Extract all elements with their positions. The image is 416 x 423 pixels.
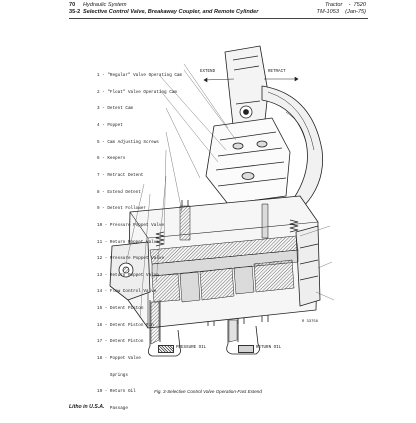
return-oil-label: RETURN OIL xyxy=(256,346,282,350)
legend-item: 17 - Detent Piston xyxy=(97,339,144,345)
parts-legend: 1 - "Regular" Valve Operating Cam 2 - "F… xyxy=(97,62,182,423)
legend-item: 8 - Extend Detent xyxy=(97,189,141,195)
manual-date: (Jan-75) xyxy=(345,9,366,15)
legend-item: 13 - Return Poppet Valve xyxy=(97,272,159,278)
page-title: Selective Control Valve, Breakaway Coupl… xyxy=(83,9,259,15)
legend-item: 2 - "Float" Valve Operating Cam xyxy=(97,89,177,95)
legend-item: 9 - Detent Follower xyxy=(97,206,146,212)
legend-item: 5 - Cam Adjusting Screws xyxy=(97,139,159,145)
pressure-oil-label: PRESSURE OIL xyxy=(176,346,207,350)
legend-item: Springs xyxy=(97,372,128,378)
legend-item: Passage xyxy=(97,405,128,411)
extend-label: EXTEND xyxy=(200,70,216,74)
legend-item: 3 - Detent Cam xyxy=(97,106,134,112)
legend-item: 12 - Pressure Poppet Valve xyxy=(97,256,165,262)
section-number: 35-2 xyxy=(69,9,81,15)
legend-item: 14 - Flow Control Valve xyxy=(97,289,157,295)
legend-item: 16 - Detent Piston Pin xyxy=(97,322,154,328)
legend-item: 11 - Return Poppet Valve xyxy=(97,239,159,245)
legend-item: 1 - "Regular" Valve Operating Cam xyxy=(97,73,183,79)
section-title: Hydraulic System xyxy=(83,2,127,8)
manual-code: TM-1053 xyxy=(316,9,339,15)
model-label: Tractor xyxy=(325,2,343,8)
page-number: 70 xyxy=(69,2,76,8)
pressure-oil-swatch xyxy=(158,345,174,353)
retract-label: RETRACT xyxy=(268,70,286,74)
legend-item: 18 - Poppet Valve xyxy=(97,355,141,361)
legend-item: 15 - Detent Piston xyxy=(97,306,144,312)
legend-item: 6 - Keepers xyxy=(97,156,126,162)
model-number: 7520 xyxy=(353,2,366,8)
legend-item: 10 - Pressure Poppet Valve xyxy=(97,222,165,228)
page-footer: Litho in U.S.A. xyxy=(69,404,105,410)
legend-item: 4 - Poppet xyxy=(97,123,123,129)
legend-item: 7 - Retract Detent xyxy=(97,172,144,178)
return-oil-swatch xyxy=(238,345,254,353)
header-rule xyxy=(69,18,368,19)
legend-item: 19 - Return Oil xyxy=(97,389,136,395)
figure-caption: Fig. 3-Selective Control Valve Operation… xyxy=(154,389,262,394)
header-right: Tractor - 7520 TM-1053 (Jan-75) xyxy=(316,2,366,15)
figure-code: R 33758 xyxy=(302,320,318,324)
